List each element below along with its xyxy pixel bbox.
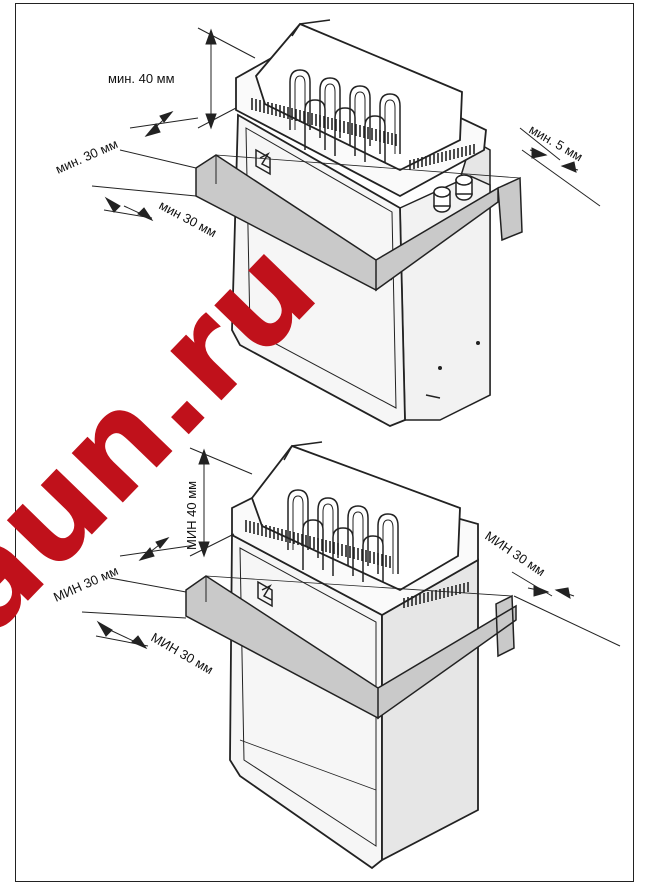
top-heater-knob-left: [433, 186, 451, 213]
bottom-dim-label-right: МИН 30 мм: [482, 528, 548, 579]
bottom-dim-label-top: МИН 40 мм: [184, 481, 199, 550]
bottom-dim-label-front: МИН 30 мм: [149, 630, 216, 678]
top-heater: [195, 19, 523, 427]
bottom-heater-logo: [257, 580, 273, 608]
top-heater-body: [231, 113, 406, 427]
figure-frame: [15, 3, 634, 882]
top-heater-dimensions: [91, 27, 601, 222]
top-heater-knob-right: [455, 174, 473, 201]
top-dim-label-side: мин. 30 мм: [53, 136, 120, 177]
bottom-heater-dimensions: [81, 447, 621, 650]
top-dim-label-right: мин. 5 мм: [527, 122, 586, 165]
bottom-heater: [185, 441, 517, 870]
top-dim-label-top: мин. 40 мм: [108, 71, 175, 86]
